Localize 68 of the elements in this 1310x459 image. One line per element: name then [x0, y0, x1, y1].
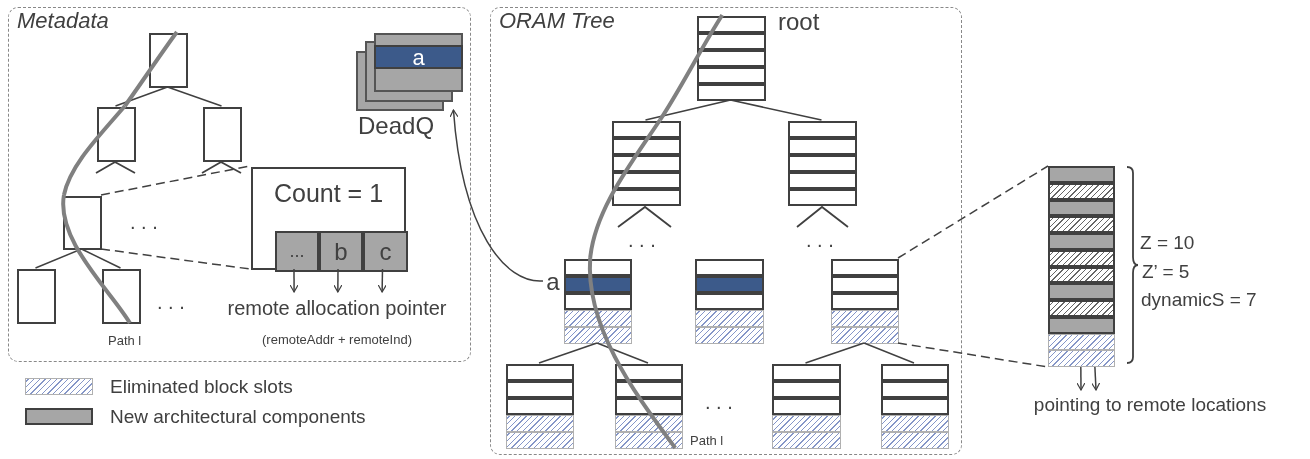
tree-branch-line: [863, 342, 915, 364]
node-caption: root: [778, 10, 820, 34]
bucket: [697, 16, 766, 101]
pointer-cell: ...: [275, 231, 319, 272]
legend-text: New architectural components: [110, 407, 366, 426]
pointer-caption: remote allocation pointer: [226, 298, 448, 318]
node-caption: DeadQ: [358, 114, 435, 138]
group-title: Metadata: [17, 10, 109, 32]
bucket: [772, 364, 841, 449]
tree-branch-line: [80, 248, 122, 269]
count-label: Count = 1: [272, 181, 385, 206]
tree-node-box: [97, 107, 136, 162]
tree-branch-line: [538, 342, 598, 364]
arrow: [1076, 366, 1086, 391]
queue-stack: [356, 33, 463, 111]
bucket: [881, 364, 949, 449]
zoom-guide-line: [100, 248, 251, 270]
zoom-guide-line: [897, 165, 1049, 259]
arrow: [289, 268, 299, 293]
tree-branch-line: [34, 248, 83, 269]
arrow: [1091, 366, 1101, 391]
tree-branch-line: [644, 99, 732, 121]
group-border: [8, 7, 471, 362]
path-curve: [61, 194, 132, 325]
metadata-entry-box: [251, 167, 406, 270]
tree-branch-line: [596, 342, 649, 364]
tree-node-box: [17, 269, 56, 324]
tree-branch-line: [729, 99, 823, 121]
tree-node-box: [102, 269, 141, 324]
ellipsis: . . .: [628, 230, 656, 250]
group-title: ORAM Tree: [499, 10, 615, 32]
caption-text: pointing to remote locations: [1000, 390, 1300, 420]
bucket: [1048, 166, 1115, 367]
bucket: [831, 259, 899, 344]
parameter-label: Z = 10: [1140, 233, 1195, 252]
node-caption: Path l: [690, 434, 724, 447]
bucket: [788, 121, 857, 206]
bucket: [612, 121, 681, 206]
pointer-subcaption: (remoteAddr + remoteInd): [261, 333, 413, 346]
ellipsis: . . .: [130, 212, 158, 232]
tree-branch-line: [166, 86, 223, 107]
ellipsis: . . .: [705, 392, 733, 412]
tree-branch-line: [114, 86, 169, 107]
node-caption: Path l: [108, 334, 142, 347]
bucket: [506, 364, 574, 449]
arrow: [377, 268, 387, 293]
tree-node-box: [149, 33, 188, 88]
path-curve: [588, 118, 662, 259]
bucket: [564, 259, 632, 344]
group-border: [490, 7, 962, 455]
bucket: [615, 364, 683, 449]
ellipsis: . . .: [806, 230, 834, 250]
arrow: [449, 109, 544, 282]
tree-node-box: [63, 196, 102, 250]
block-label: a: [544, 267, 562, 297]
legend-text: Eliminated block slots: [110, 377, 293, 396]
path-curve: [62, 104, 127, 196]
pointer-cell: c: [363, 231, 408, 272]
pointer-cell: b: [319, 231, 363, 272]
tree-node-box: [203, 107, 242, 162]
path-curve: [123, 30, 179, 108]
parameter-label: Z’ = 5: [1142, 262, 1190, 281]
arrow: [333, 268, 343, 293]
ellipsis: . . .: [157, 292, 185, 312]
tree-branch-line: [804, 342, 865, 364]
parameter-label: dynamicS = 7: [1141, 290, 1257, 309]
queue-entry-label: a: [411, 47, 426, 69]
bucket: [695, 259, 764, 344]
